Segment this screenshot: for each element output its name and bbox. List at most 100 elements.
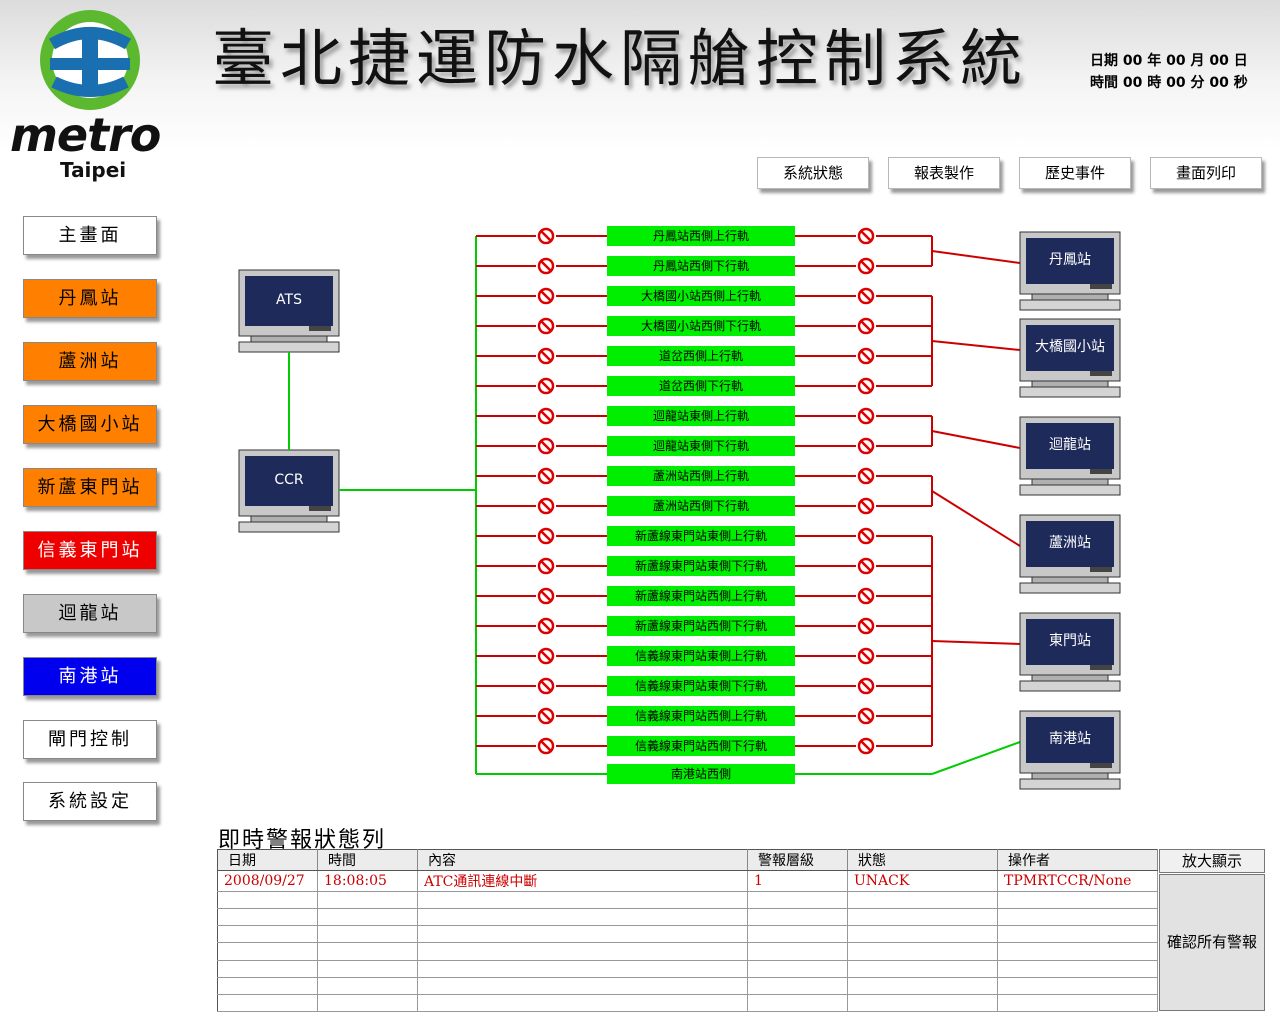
alarm-row-empty[interactable] <box>217 925 1158 944</box>
alarm-row-empty[interactable] <box>217 891 1158 910</box>
station-monitor[interactable]: 南港站 <box>1019 710 1121 790</box>
alarm-cell <box>217 994 318 1013</box>
no-entry-icon[interactable] <box>857 587 875 605</box>
alarm-row-empty[interactable] <box>217 977 1158 995</box>
no-entry-icon[interactable] <box>857 497 875 515</box>
no-entry-icon[interactable] <box>857 617 875 635</box>
alarm-row-empty[interactable] <box>217 960 1158 978</box>
no-entry-icon[interactable] <box>537 227 555 245</box>
no-entry-slash <box>540 590 552 602</box>
nav-luzhou-station[interactable]: 蘆洲站 <box>23 342 157 381</box>
no-entry-icon[interactable] <box>537 347 555 365</box>
col-operator[interactable]: 操作者 <box>997 849 1158 871</box>
track-segment[interactable] <box>607 286 795 306</box>
ats-server[interactable]: ATS <box>238 269 340 353</box>
station-monitor[interactable]: 迴龍站 <box>1019 416 1121 496</box>
no-entry-icon[interactable] <box>537 317 555 335</box>
alarm-row-empty[interactable] <box>217 942 1158 961</box>
zoom-display-button[interactable]: 放大顯示 <box>1159 849 1265 873</box>
station-monitor[interactable]: 東門站 <box>1019 612 1121 692</box>
nav-gate-control[interactable]: 閘門控制 <box>23 720 157 759</box>
no-entry-icon[interactable] <box>537 377 555 395</box>
nav-xinlu-dongmen-station[interactable]: 新蘆東門站 <box>23 468 157 507</box>
no-entry-icon[interactable] <box>537 587 555 605</box>
nav-daqiao-school-station[interactable]: 大橋國小站 <box>23 405 157 444</box>
no-entry-icon[interactable] <box>537 647 555 665</box>
monitor-screen <box>1026 521 1114 567</box>
no-entry-icon[interactable] <box>857 407 875 425</box>
no-entry-icon[interactable] <box>537 467 555 485</box>
track-segment[interactable] <box>607 376 795 396</box>
no-entry-icon[interactable] <box>537 617 555 635</box>
nav-main-screen[interactable]: 主畫面 <box>23 216 157 255</box>
no-entry-icon[interactable] <box>537 527 555 545</box>
nav-danfeng-station[interactable]: 丹鳳站 <box>23 279 157 318</box>
track-segment[interactable] <box>607 676 795 696</box>
station-monitor[interactable]: 蘆洲站 <box>1019 514 1121 594</box>
nav-nangang-station[interactable]: 南港站 <box>23 657 157 696</box>
track-segment[interactable] <box>607 764 795 784</box>
report-button[interactable]: 報表製作 <box>888 157 1000 189</box>
no-entry-icon[interactable] <box>857 737 875 755</box>
station-link <box>931 250 1021 264</box>
track-segment[interactable] <box>607 256 795 276</box>
no-entry-icon[interactable] <box>857 527 875 545</box>
no-entry-slash <box>540 500 552 512</box>
no-entry-icon[interactable] <box>857 467 875 485</box>
nav-xinyi-dongmen-station[interactable]: 信義東門站 <box>23 531 157 570</box>
no-entry-icon[interactable] <box>857 437 875 455</box>
station-monitor[interactable]: 丹鳳站 <box>1019 231 1121 311</box>
no-entry-slash <box>860 350 872 362</box>
nav-system-settings[interactable]: 系統設定 <box>23 782 157 821</box>
col-status[interactable]: 狀態 <box>847 849 998 871</box>
no-entry-icon[interactable] <box>857 317 875 335</box>
no-entry-icon[interactable] <box>857 557 875 575</box>
no-entry-icon[interactable] <box>857 287 875 305</box>
ccr-server[interactable]: CCR <box>238 449 340 533</box>
alarm-row-empty[interactable] <box>217 908 1158 927</box>
track-segment[interactable] <box>607 556 795 576</box>
no-entry-icon[interactable] <box>537 737 555 755</box>
track-segment[interactable] <box>607 346 795 366</box>
ack-all-alarms-button[interactable]: 確認所有警報 <box>1159 874 1265 1011</box>
nav-huilong-station[interactable]: 迴龍站 <box>23 594 157 633</box>
no-entry-icon[interactable] <box>857 257 875 275</box>
no-entry-icon[interactable] <box>537 437 555 455</box>
no-entry-icon[interactable] <box>537 287 555 305</box>
track-segment[interactable] <box>607 646 795 666</box>
no-entry-icon[interactable] <box>537 497 555 515</box>
track-segment[interactable] <box>607 586 795 606</box>
col-date[interactable]: 日期 <box>217 849 318 871</box>
col-content[interactable]: 內容 <box>417 849 748 871</box>
track-segment[interactable] <box>607 226 795 246</box>
no-entry-icon[interactable] <box>537 557 555 575</box>
track-segment[interactable] <box>607 706 795 726</box>
no-entry-icon[interactable] <box>857 227 875 245</box>
col-time[interactable]: 時間 <box>317 849 418 871</box>
track-segment[interactable] <box>607 616 795 636</box>
col-level[interactable]: 警報層級 <box>747 849 848 871</box>
no-entry-icon[interactable] <box>537 677 555 695</box>
history-events-button[interactable]: 歷史事件 <box>1019 157 1131 189</box>
no-entry-icon[interactable] <box>857 677 875 695</box>
no-entry-icon[interactable] <box>537 257 555 275</box>
no-entry-icon[interactable] <box>537 707 555 725</box>
track-segment[interactable] <box>607 736 795 756</box>
track-segment[interactable] <box>607 466 795 486</box>
alarm-cell <box>847 891 998 910</box>
no-entry-icon[interactable] <box>857 377 875 395</box>
track-segment[interactable] <box>607 526 795 546</box>
station-monitor[interactable]: 大橋國小站 <box>1019 318 1121 398</box>
print-screen-button[interactable]: 畫面列印 <box>1150 157 1262 189</box>
no-entry-icon[interactable] <box>857 647 875 665</box>
track-segment[interactable] <box>607 496 795 516</box>
track-segment[interactable] <box>607 316 795 336</box>
alarm-row-empty[interactable] <box>217 994 1158 1013</box>
system-status-button[interactable]: 系統狀態 <box>757 157 869 189</box>
no-entry-icon[interactable] <box>857 347 875 365</box>
no-entry-icon[interactable] <box>857 707 875 725</box>
no-entry-icon[interactable] <box>537 407 555 425</box>
track-segment[interactable] <box>607 406 795 426</box>
track-segment[interactable] <box>607 436 795 456</box>
